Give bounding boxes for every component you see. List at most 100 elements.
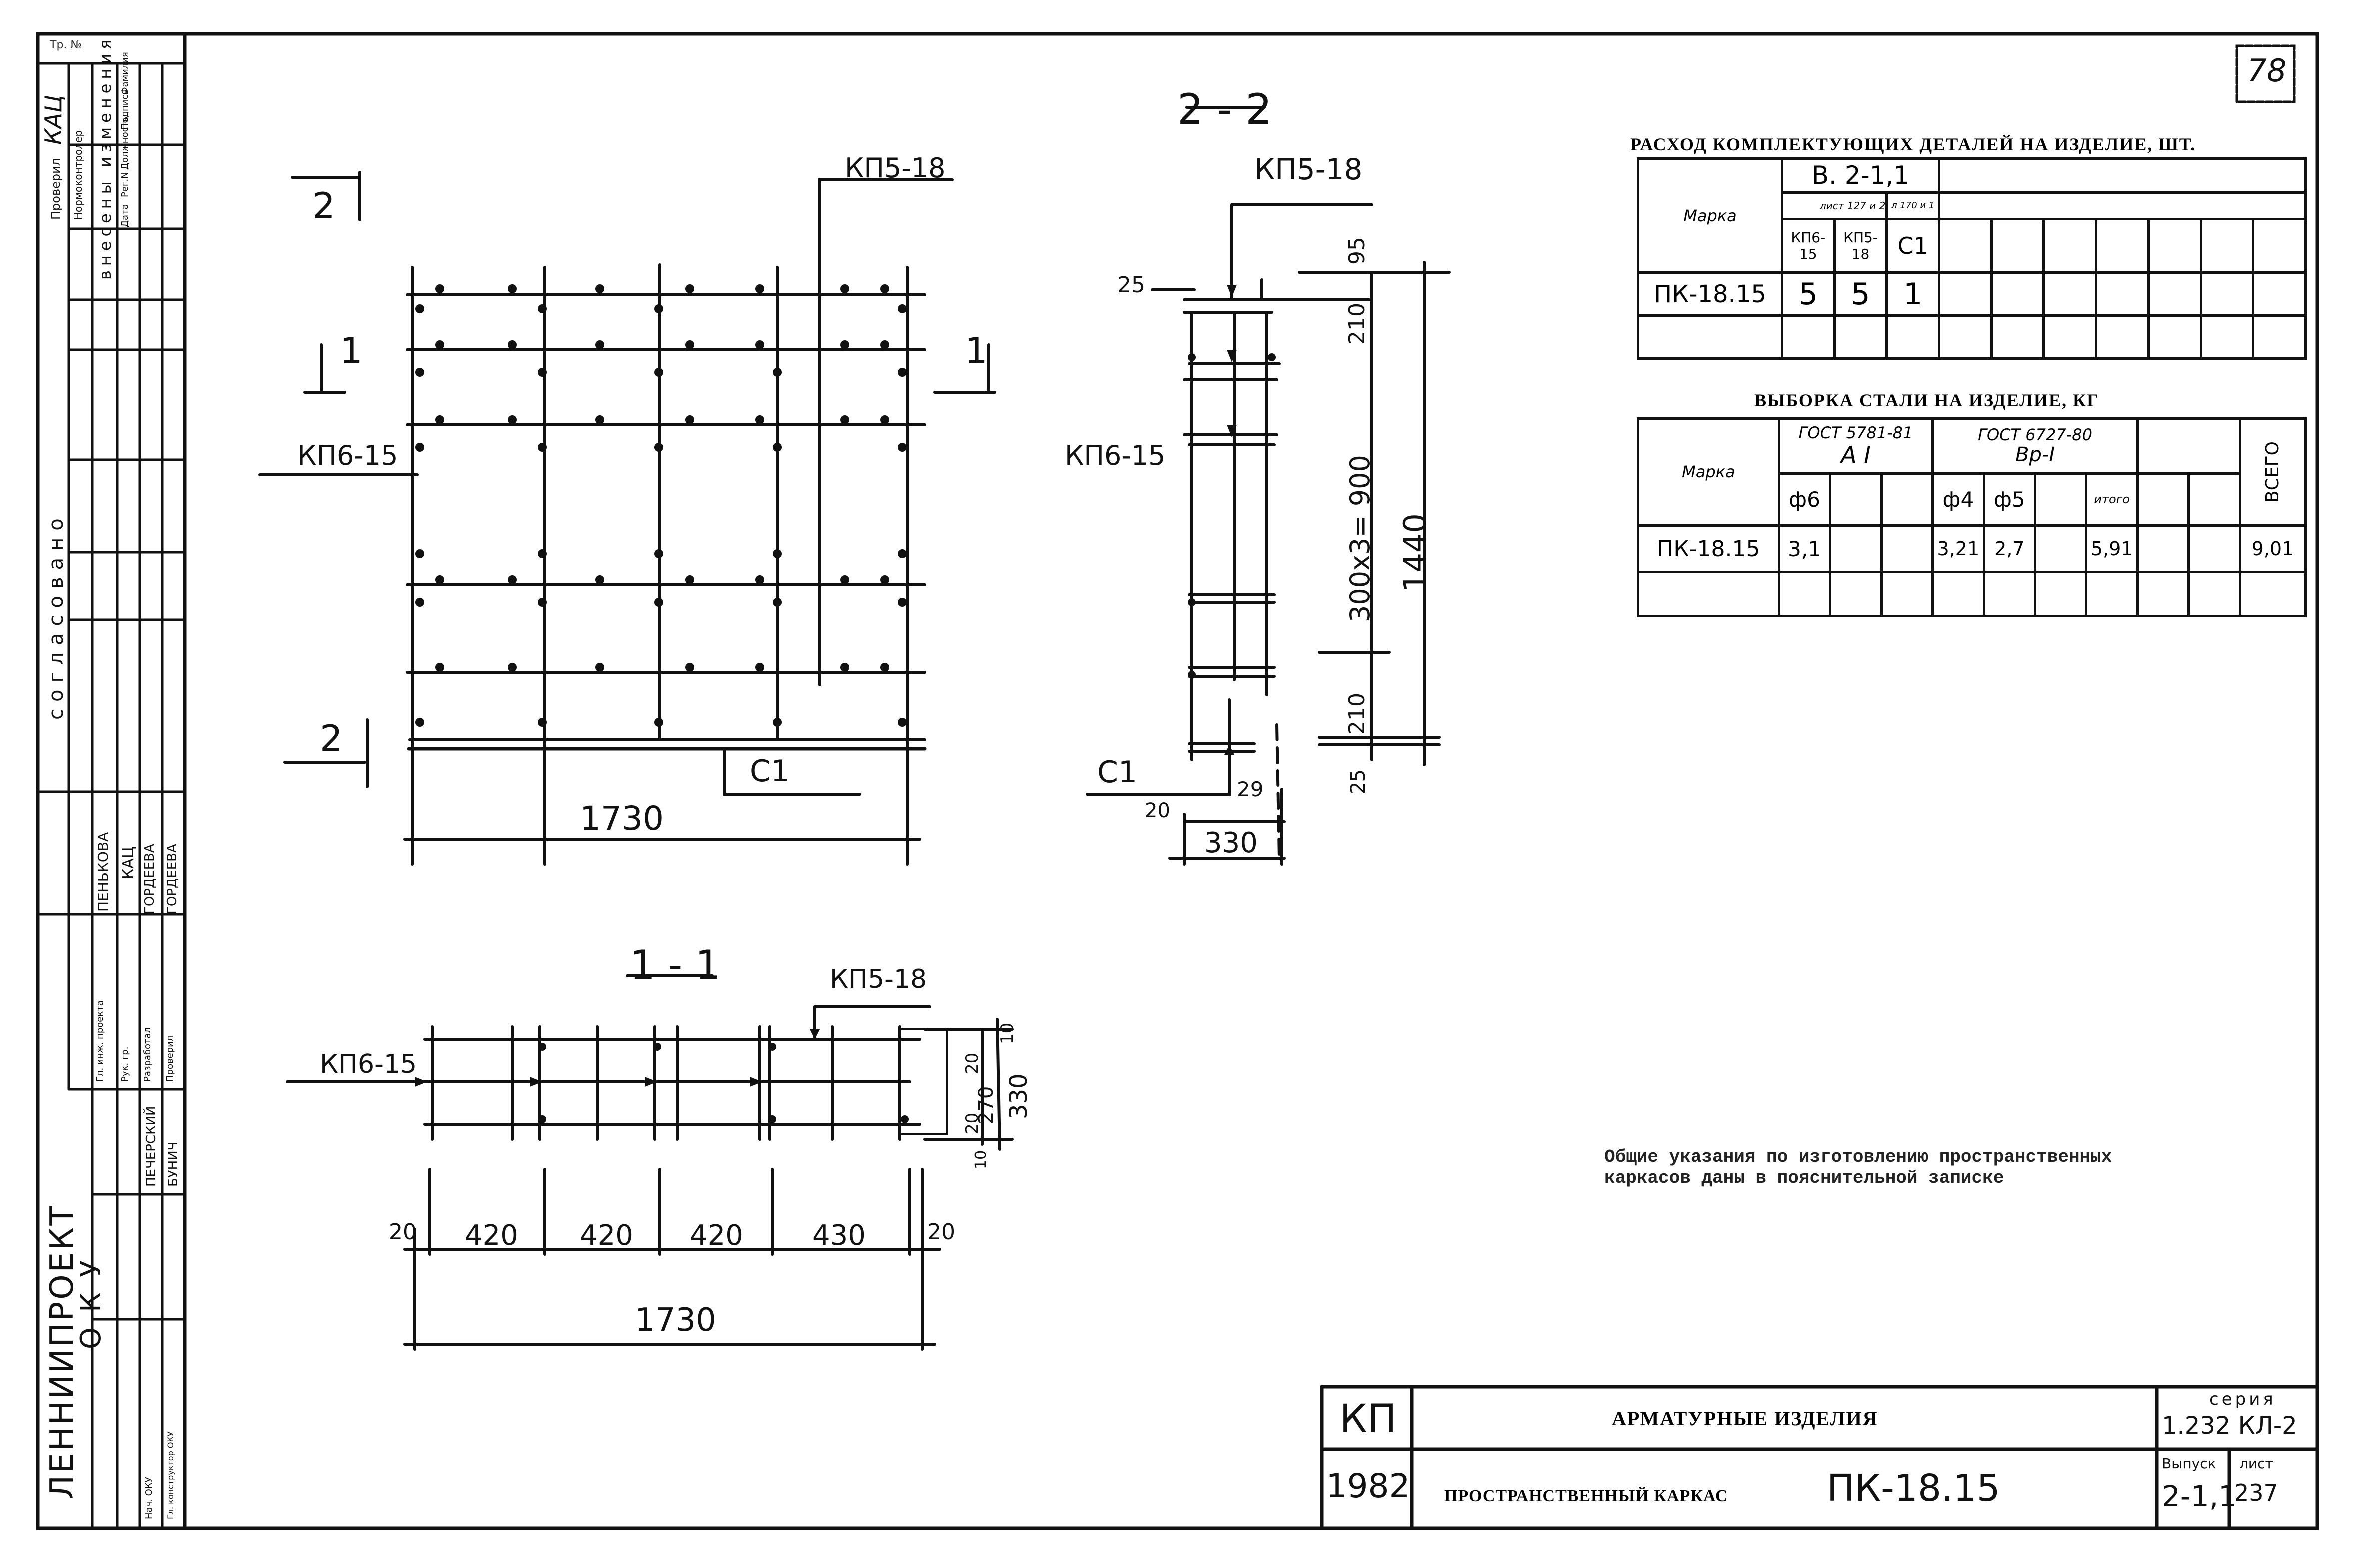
steel-group-a-standard: ГОСТ 5781-81 <box>1798 423 1913 443</box>
elevation-weld-points <box>415 284 907 727</box>
top-left-cell: Тр. № <box>50 39 82 51</box>
elevation-label-c1: С1 <box>750 754 790 788</box>
parts-col-kp5-18: КП5-18 <box>1833 218 1888 274</box>
section-1-1-dim-10-top: 10 <box>997 1022 1017 1044</box>
steel-table: Марка ГОСТ 5781-81 А I ГОСТ 6727-80 Вр-I… <box>1637 417 2307 617</box>
section-mark-2-bottom: 2 <box>320 717 343 759</box>
parts-sheet-ref-b: л 170 и 1 <box>1885 191 1941 221</box>
section-2-2-dim-210-top: 210 <box>1344 303 1370 345</box>
elevation-frame <box>258 171 996 866</box>
section-2-2-dim-width: 330 <box>1204 827 1258 859</box>
table-row: ПК-18.15 3,1 3,21 2,7 5,91 9,01 <box>1637 524 2307 574</box>
section-1-1-dim-420-c: 420 <box>690 1219 743 1252</box>
section-1-1-label-kp5-18: КП5-18 <box>830 964 927 994</box>
changes-col-reg: Рег.N <box>120 172 130 197</box>
approval-role-checked: Проверил <box>49 158 63 220</box>
section-1-1-dim-20-right: 20 <box>927 1219 955 1245</box>
section-1-1-dim-420-a: 420 <box>465 1219 518 1252</box>
parts-group-issue: В. 2-1,1 <box>1780 157 1941 194</box>
title-block-main-title: АРМАТУРНЫЕ ИЗДЕЛИЯ <box>1612 1407 1878 1430</box>
section-1-1-dim-330: 330 <box>1005 1073 1033 1119</box>
sheet-frame <box>36 32 2319 1530</box>
section-mark-2-top: 2 <box>312 185 335 227</box>
parts-sheet-ref-a: лист 127 и 2 <box>1780 191 1888 221</box>
section-2-2-dim-210-bottom: 210 <box>1344 693 1370 735</box>
approval-role-normcontrol: Нормоконтролер <box>72 130 84 220</box>
steel-col-subtotal: итого <box>2085 472 2139 527</box>
steel-table-title: ВЫБОРКА СТАЛИ НА ИЗДЕЛИЕ, КГ <box>1754 390 2100 410</box>
parts-col-kp6-15: КП6-15 <box>1780 218 1836 274</box>
steel-col-d6: ф6 <box>1777 472 1832 527</box>
section-mark-1-right: 1 <box>965 330 988 372</box>
general-notes-line-2: каркасов даны в пояснительной записке <box>1604 1168 2004 1188</box>
elevation-dim-width: 1730 <box>580 799 664 838</box>
chief-designer-role: Гл. конструктор ОКУ <box>166 1431 175 1519</box>
approval-name-chief-engineer: ПЕНЬКОВА <box>95 832 111 912</box>
title-block-sheet-value: 237 <box>2234 1479 2278 1506</box>
title-block-sheet-label: лист <box>2239 1455 2273 1472</box>
steel-group-b-standard: ГОСТ 6727-80 <box>1978 425 2092 444</box>
section-2-2-dim-95: 95 <box>1344 237 1370 265</box>
agreed-label: согласовано <box>45 511 68 720</box>
table-row: ПК-18.15 5 5 1 <box>1637 271 2307 317</box>
steel-header-marka: Марка <box>1637 417 1780 527</box>
steel-group-b-class: Вр-I <box>2015 443 2055 466</box>
steel-col-d5: ф5 <box>1982 472 2037 527</box>
parts-header-marka: Марка <box>1637 157 1783 274</box>
section-1-1-label-kp6-15: КП6-15 <box>320 1049 417 1079</box>
section-2-2-dim-29: 29 <box>1237 777 1264 801</box>
section-2-2-label-c1: С1 <box>1097 755 1138 789</box>
title-block-series-value: 1.232 КЛ-2 <box>2162 1412 2297 1440</box>
elevation-label-kp6-15: КП6-15 <box>297 440 398 471</box>
section-1-1-dim-10-bottom: 10 <box>972 1150 990 1169</box>
section-1-1-linework <box>286 974 1014 1351</box>
steel-group-a: ГОСТ 5781-81 А I <box>1777 417 1934 475</box>
section-2-2-linework <box>1086 106 1451 866</box>
left-stamp-grid <box>36 62 186 1530</box>
parts-table: Марка В. 2-1,1 лист 127 и 2 л 170 и 1 КП… <box>1637 157 2307 360</box>
section-2-2-dim-20: 20 <box>1145 799 1170 822</box>
approval-role-group-head: Рук. гр. <box>120 1046 130 1082</box>
section-2-2-label-kp5-18: КП5-18 <box>1254 152 1363 186</box>
title-block-issue-label: Выпуск <box>2162 1455 2216 1472</box>
title-block-lines <box>1320 1385 2319 1530</box>
changes-header: внесены изменения <box>96 35 115 280</box>
approval-name-verified: ГОРДЕЕВА <box>165 844 180 914</box>
section-2-2-dim-25-bottom: 25 <box>1347 769 1370 794</box>
section-2-2-label-kp6-15: КП6-15 <box>1065 440 1166 471</box>
department-name: ОКУ <box>75 1245 107 1349</box>
title-block-subtitle: ПРОСТРАНСТВЕННЫЙ КАРКАС <box>1444 1487 1728 1505</box>
approval-role-verified: Проверил <box>165 1035 175 1082</box>
table-row <box>1637 571 2307 617</box>
parts-row-marka: ПК-18.15 <box>1637 271 1783 317</box>
approval-role-developed: Разработал <box>142 1027 153 1082</box>
approval-role-chief-engineer: Гл. инж. проекта <box>95 1000 105 1082</box>
steel-row-marka: ПК-18.15 <box>1637 524 1780 574</box>
title-block-code: КП <box>1339 1397 1397 1442</box>
section-1-1-dim-20-left: 20 <box>389 1219 417 1245</box>
parts-col-c1: С1 <box>1885 218 1941 274</box>
section-2-2-title: 2 - 2 <box>1177 85 1272 134</box>
title-block-issue-value: 2-1,1 <box>2162 1479 2237 1513</box>
general-notes: Общие указания по изготовлению пространс… <box>1604 1147 2112 1189</box>
changes-col-date: Дата <box>120 204 130 227</box>
section-1-1-dim-total-width: 1730 <box>635 1302 716 1339</box>
section-1-1-dim-20-b: 20 <box>962 1112 982 1134</box>
title-block-product-mark: ПК-18.15 <box>1827 1467 2000 1510</box>
parts-table-title: РАСХОД КОМПЛЕКТУЮЩИХ ДЕТАЛЕЙ НА ИЗДЕЛИЕ,… <box>1630 134 2196 154</box>
changes-col-signature: Подпись <box>120 89 130 130</box>
section-2-2-dim-900: 300х3= 900 <box>1344 455 1376 622</box>
title-block-year: 1982 <box>1326 1467 1410 1505</box>
steel-group-b: ГОСТ 6727-80 Вр-I <box>1931 417 2139 475</box>
approval-name-checked: КАЦ <box>40 95 67 145</box>
section-1-1-title: 1 - 1 <box>630 942 721 988</box>
section-1-1-dim-420-b: 420 <box>580 1219 633 1252</box>
elevation-label-kp5-18: КП5-18 <box>845 152 946 184</box>
approval-name-group-head: КАЦ <box>120 846 137 879</box>
page-number: 78 <box>2247 52 2287 89</box>
changes-col-surname: Фамилия <box>120 52 130 95</box>
section-1-1-dim-20-a: 20 <box>962 1052 982 1074</box>
dept-head-role: Нач. ОКУ <box>144 1477 154 1519</box>
section-2-2-dim-total-height: 1440 <box>1397 513 1433 592</box>
